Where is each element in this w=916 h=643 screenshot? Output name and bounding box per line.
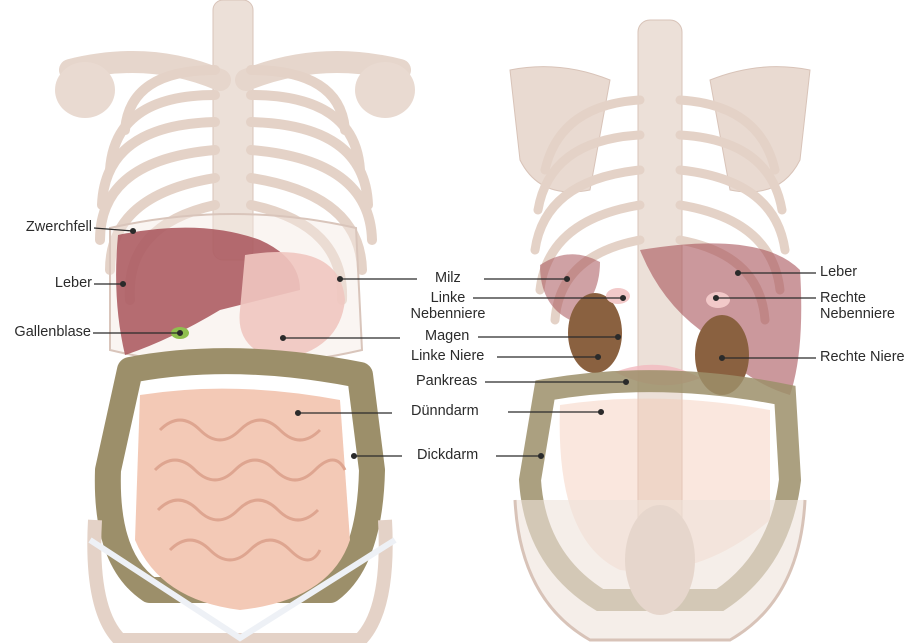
label-magen: Magen [425, 328, 469, 345]
label-leber-front: Leber [0, 275, 92, 292]
back-sacrum [625, 505, 695, 615]
label-linke-nebenniere-line2: Nebenniere [402, 306, 494, 323]
label-gallenblase: Gallenblase [0, 324, 91, 341]
label-linke-niere: Linke Niere [411, 348, 484, 365]
label-pankreas: Pankreas [416, 373, 477, 390]
label-dickdarm: Dickdarm [417, 447, 478, 464]
label-milz: Milz [435, 270, 461, 287]
label-linke-nebenniere-line1: Linke [402, 290, 494, 307]
label-rechte-niere: Rechte Niere [820, 349, 905, 366]
label-zwerchfell: Zwerchfell [0, 219, 92, 236]
label-leber-back: Leber [820, 264, 857, 281]
label-rechte-nebenniere-line1: Rechte [820, 290, 866, 307]
back-left-adrenal [606, 288, 630, 304]
label-rechte-nebenniere-line2: Nebenniere [820, 306, 895, 323]
back-left-kidney [568, 293, 622, 373]
front-torso [55, 0, 415, 640]
front-left-shoulder [55, 62, 115, 118]
label-duenndarm: Dünndarm [411, 403, 479, 420]
front-right-shoulder [355, 62, 415, 118]
front-small-intestine [135, 389, 350, 610]
back-torso [510, 20, 810, 640]
